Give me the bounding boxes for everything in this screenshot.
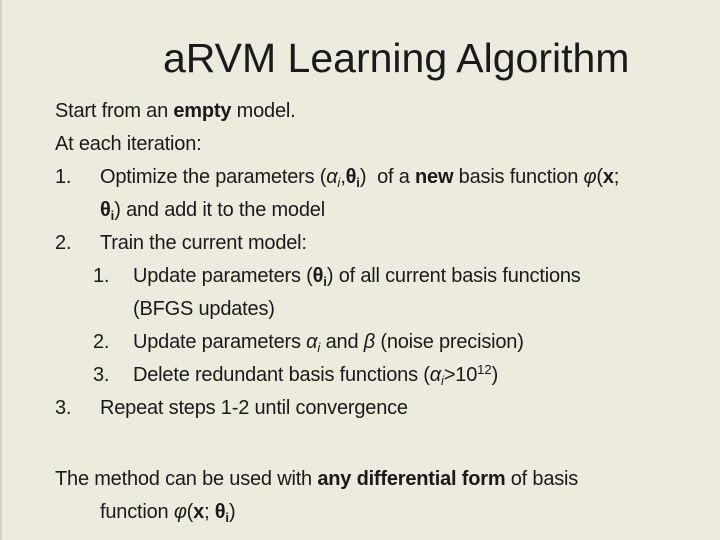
text-run: α	[429, 364, 441, 386]
text-run: ) of all current basis functions	[326, 265, 581, 287]
line-text: Start from an empty model.	[55, 95, 296, 128]
text-run: function	[100, 501, 174, 523]
text-run: x	[602, 166, 614, 188]
list-item-number: 3.	[55, 397, 72, 419]
line-text: Optimize the parameters (αi,θi) of a new…	[100, 161, 619, 194]
numbered-list-item: 3. Repeat steps 1-2 until convergence	[0, 392, 720, 425]
list-item-number: 1.	[93, 265, 110, 287]
text-run: φ	[583, 166, 597, 188]
text-run: (BFGS updates)	[133, 298, 275, 320]
text-run: (noise precision)	[375, 331, 524, 353]
text-run: ;	[613, 166, 620, 188]
text-run: 12	[477, 362, 492, 377]
text-run: θ	[345, 166, 357, 188]
list-item-number: 3.	[93, 364, 110, 386]
text-run: i	[440, 373, 444, 388]
slide-body: Start from an empty model. At each iterat…	[0, 95, 720, 425]
text-run: i	[323, 274, 327, 289]
text-run: i	[337, 175, 341, 190]
text-run: i	[225, 510, 230, 525]
text-run: Start from an	[55, 100, 174, 122]
text-run: (	[596, 166, 603, 188]
text-run: any differential form	[317, 468, 506, 490]
text-run: ) and add it to the model	[114, 199, 325, 221]
line-text: θi) and add it to the model	[100, 194, 325, 227]
text-run: empty	[173, 100, 232, 122]
line-text: Train the current model:	[100, 227, 307, 260]
text-run: Update parameters (	[133, 265, 313, 287]
text-run: model.	[231, 100, 296, 122]
text-run: of basis	[505, 468, 579, 490]
text-line: (BFGS updates)	[0, 293, 720, 326]
list-item-number: 2.	[93, 331, 110, 353]
text-run: Delete redundant basis functions (	[133, 364, 430, 386]
text-run: x	[193, 501, 205, 523]
text-run: ) of a	[359, 166, 416, 188]
list-item-number: 1.	[55, 166, 72, 188]
line-text: Delete redundant basis functions (αi>101…	[133, 359, 498, 392]
text-run: new	[415, 166, 454, 188]
text-run: Repeat steps 1-2 until convergence	[100, 397, 408, 419]
text-run: )	[491, 364, 499, 386]
text-run: β	[363, 331, 375, 353]
text-run: ,	[340, 166, 346, 188]
line-text: At each iteration:	[55, 128, 202, 161]
text-run: Optimize the parameters (	[100, 166, 327, 188]
text-run: >10	[443, 364, 478, 386]
text-run: φ	[173, 501, 187, 523]
numbered-list-item: 2. Train the current model:	[0, 227, 720, 260]
text-line: θi) and add it to the model	[0, 194, 720, 227]
text-line: function φ(x; θi)	[0, 496, 720, 529]
list-item-number: 2.	[55, 232, 72, 254]
text-line: The method can be used with any differen…	[0, 463, 720, 496]
numbered-list-item: 2. Update parameters αi and β (noise prec…	[0, 326, 720, 359]
text-run: α	[306, 331, 318, 353]
slide-footer: The method can be used with any differen…	[0, 463, 720, 529]
text-run: i	[356, 175, 360, 190]
text-run: α	[326, 166, 338, 188]
line-text: (BFGS updates)	[133, 293, 275, 326]
text-run: Train the current model:	[100, 232, 307, 254]
text-run: At each iteration:	[55, 133, 202, 155]
text-run: ;	[204, 501, 215, 523]
text-run: θ	[312, 265, 324, 287]
text-line: At each iteration:	[0, 128, 720, 161]
slide-title: aRVM Learning Algorithm	[163, 35, 630, 81]
text-run: and	[320, 331, 364, 353]
line-text: Repeat steps 1-2 until convergence	[100, 392, 408, 425]
line-text: Update parameters (θi) of all current ba…	[133, 260, 581, 293]
line-text: function φ(x; θi)	[100, 496, 236, 529]
text-line: Start from an empty model.	[0, 95, 720, 128]
text-run: Update parameters	[133, 331, 307, 353]
text-run: (	[186, 501, 194, 523]
text-run: The method can be used with	[55, 468, 318, 490]
text-run: basis function	[453, 166, 584, 188]
text-run: θ	[214, 501, 226, 523]
numbered-list-item: 1.Optimize the parameters (αi,θi) of a n…	[0, 161, 720, 194]
text-run: i	[110, 208, 115, 223]
line-text: Update parameters αi and β (noise precis…	[133, 326, 524, 359]
line-text: The method can be used with any differen…	[55, 463, 578, 496]
text-run: )	[229, 501, 236, 523]
text-run: θ	[100, 199, 111, 221]
numbered-list-item: 1. Update parameters (θi) of all current …	[0, 260, 720, 293]
text-run: i	[317, 340, 321, 355]
numbered-list-item: 3. Delete redundant basis functions (αi>1…	[0, 359, 720, 392]
